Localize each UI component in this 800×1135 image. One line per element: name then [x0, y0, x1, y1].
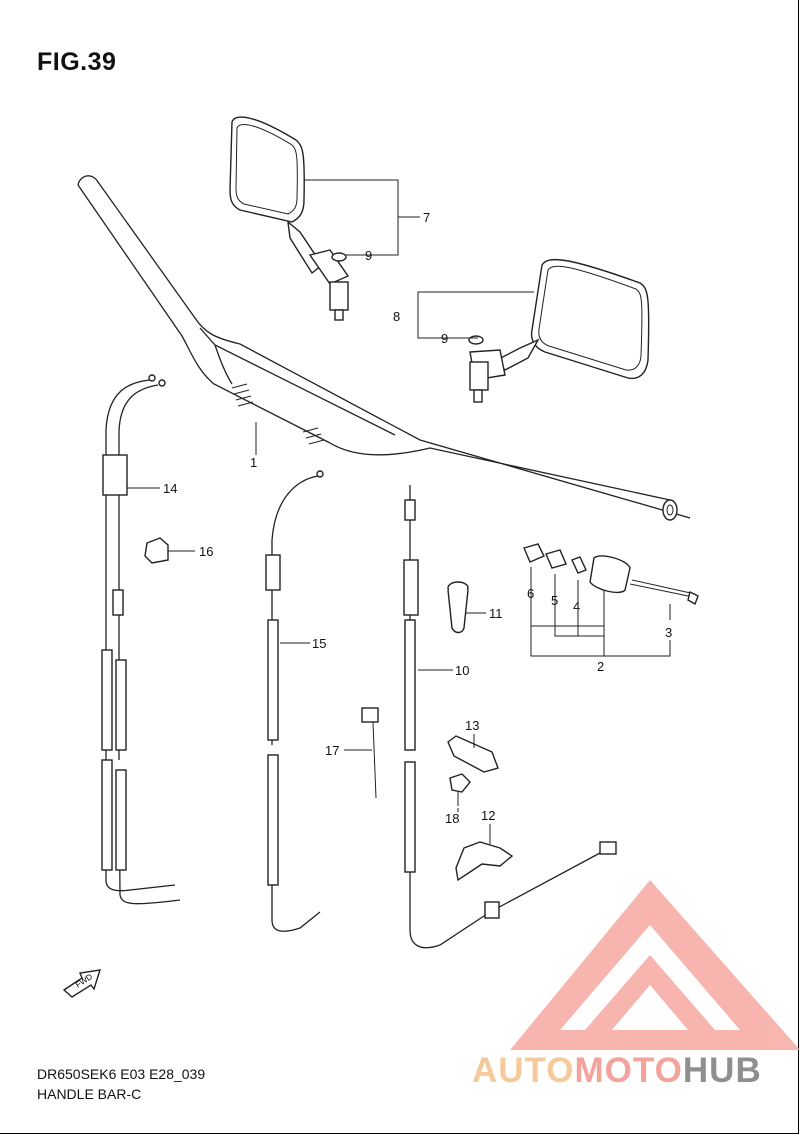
clutch-cable-drawing — [403, 485, 617, 949]
fwd-arrow-icon: FWD — [62, 969, 102, 998]
callout-1: 1 — [250, 455, 257, 470]
knurl-left — [231, 383, 254, 407]
callout-labels: 1 2 3 4 5 6 7 8 9 9 10 11 12 13 14 16 15… — [163, 210, 672, 826]
callout-9-left: 9 — [365, 248, 372, 263]
leader-lines — [127, 179, 671, 844]
figure-name: HANDLE BAR-C — [37, 1086, 142, 1102]
watermark-part-hub: HUB — [682, 1051, 762, 1090]
callout-16: 16 — [199, 544, 213, 559]
callout-3: 3 — [665, 625, 672, 640]
watermark-part-auto: AUTO — [472, 1051, 575, 1090]
left-mirror-drawing — [229, 116, 350, 321]
choke-cable-drawing — [265, 470, 324, 932]
right-mirror-drawing — [468, 258, 650, 403]
callout-18: 18 — [445, 811, 459, 826]
small-parts-drawing — [144, 537, 514, 882]
callout-9-right: 9 — [441, 331, 448, 346]
callout-11: 11 — [489, 606, 503, 621]
bar-end-parts — [523, 543, 699, 606]
figure-code: DR650SEK6 E03 E28_039 — [37, 1066, 206, 1082]
callout-6: 6 — [527, 586, 534, 601]
callout-12: 12 — [481, 808, 495, 823]
watermark-logo-icon — [510, 880, 800, 1050]
callout-7: 7 — [423, 210, 430, 225]
callout-17: 17 — [325, 743, 339, 758]
handlebar-drawing — [77, 175, 691, 521]
callout-10: 10 — [455, 663, 469, 678]
callout-15: 15 — [312, 636, 326, 651]
knurl-right — [302, 427, 325, 445]
callout-13: 13 — [465, 718, 479, 733]
callout-14: 14 — [163, 481, 177, 496]
callout-5: 5 — [551, 593, 558, 608]
figure-title: FIG.39 — [37, 48, 117, 76]
watermark-text: AUTOMOTOHUB — [472, 1051, 762, 1091]
callout-2: 2 — [597, 659, 604, 674]
callout-8: 8 — [393, 309, 400, 324]
callout-4: 4 — [573, 599, 580, 614]
throttle-grip-drawing — [447, 581, 469, 634]
watermark-part-moto: MOTO — [574, 1051, 683, 1090]
throttle-cables-drawing — [101, 374, 181, 905]
